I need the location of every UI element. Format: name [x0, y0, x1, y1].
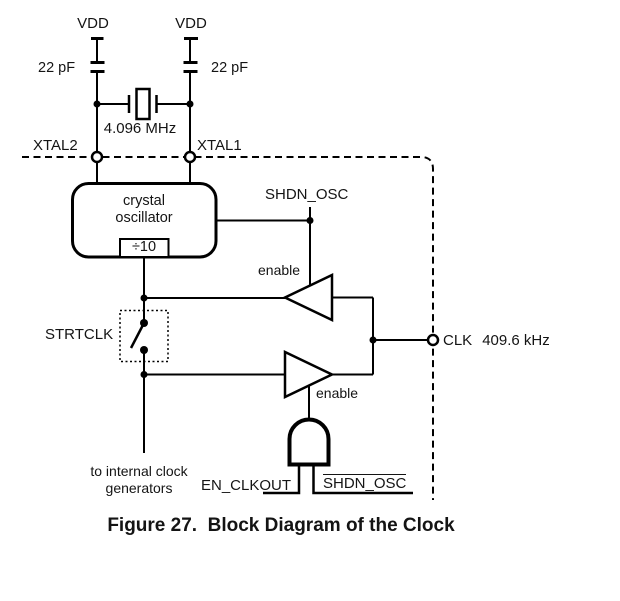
signal-shdn-osc-top: SHDN_OSC — [265, 186, 349, 203]
signal-shdn-osc-bottom-wrap: SHDN_OSC — [323, 474, 407, 493]
pin-xtal1 — [183, 150, 197, 164]
junction-dot — [93, 100, 101, 108]
clk-pin-name: CLK — [443, 332, 473, 349]
enable-label-bottom: enable — [316, 385, 359, 401]
crystal-frequency: 4.096 MHz — [103, 120, 177, 137]
oscillator-label-line1: crystal — [123, 193, 165, 209]
chip-boundary-dashed-line — [22, 156, 434, 500]
pin-xtal2 — [90, 150, 104, 164]
crystal-body — [135, 87, 151, 121]
capacitor-left-value: 22 pF — [38, 60, 76, 76]
capacitor-right-value: 22 pF — [211, 60, 249, 76]
strtclk-switch-outline — [119, 309, 169, 363]
pin-clk — [426, 333, 440, 347]
figure-caption: Figure 27. Block Diagram of the Clock — [107, 515, 455, 536]
internal-clock-note-line2: generators — [105, 479, 173, 496]
wire-en-clkout-input — [263, 464, 301, 495]
clk-frequency: 409.6 kHz — [482, 332, 550, 349]
vdd-label-left: VDD — [77, 15, 109, 32]
strtclk-label: STRTCLK — [45, 326, 114, 343]
switch-arm — [129, 322, 146, 349]
signal-en-clkout: EN_CLKOUT — [201, 477, 292, 494]
junction-dot — [306, 217, 314, 224]
internal-clock-note: to internal clock generators — [90, 463, 187, 496]
internal-clock-note-line1: to internal clock — [90, 463, 188, 479]
divider-label: ÷10 — [131, 239, 157, 255]
clk-output-label: CLK 409.6 kHz — [443, 332, 550, 350]
wire-shdn-osc-input — [312, 464, 413, 495]
oscillator-label: crystal oscillator — [115, 193, 172, 227]
vdd-label-right: VDD — [175, 15, 207, 32]
oscillator-label-line2: oscillator — [115, 210, 173, 226]
pin-label-xtal1: XTAL1 — [197, 137, 242, 154]
buffer-top — [282, 273, 334, 322]
enable-label-top: enable — [258, 262, 301, 278]
junction-dot — [186, 100, 194, 108]
switch-contact-bottom — [140, 346, 148, 354]
and-gate — [287, 417, 331, 467]
pin-label-xtal2: XTAL2 — [33, 137, 78, 154]
switch-contact-top — [140, 319, 148, 327]
signal-shdn-osc-bottom: SHDN_OSC — [323, 474, 407, 492]
